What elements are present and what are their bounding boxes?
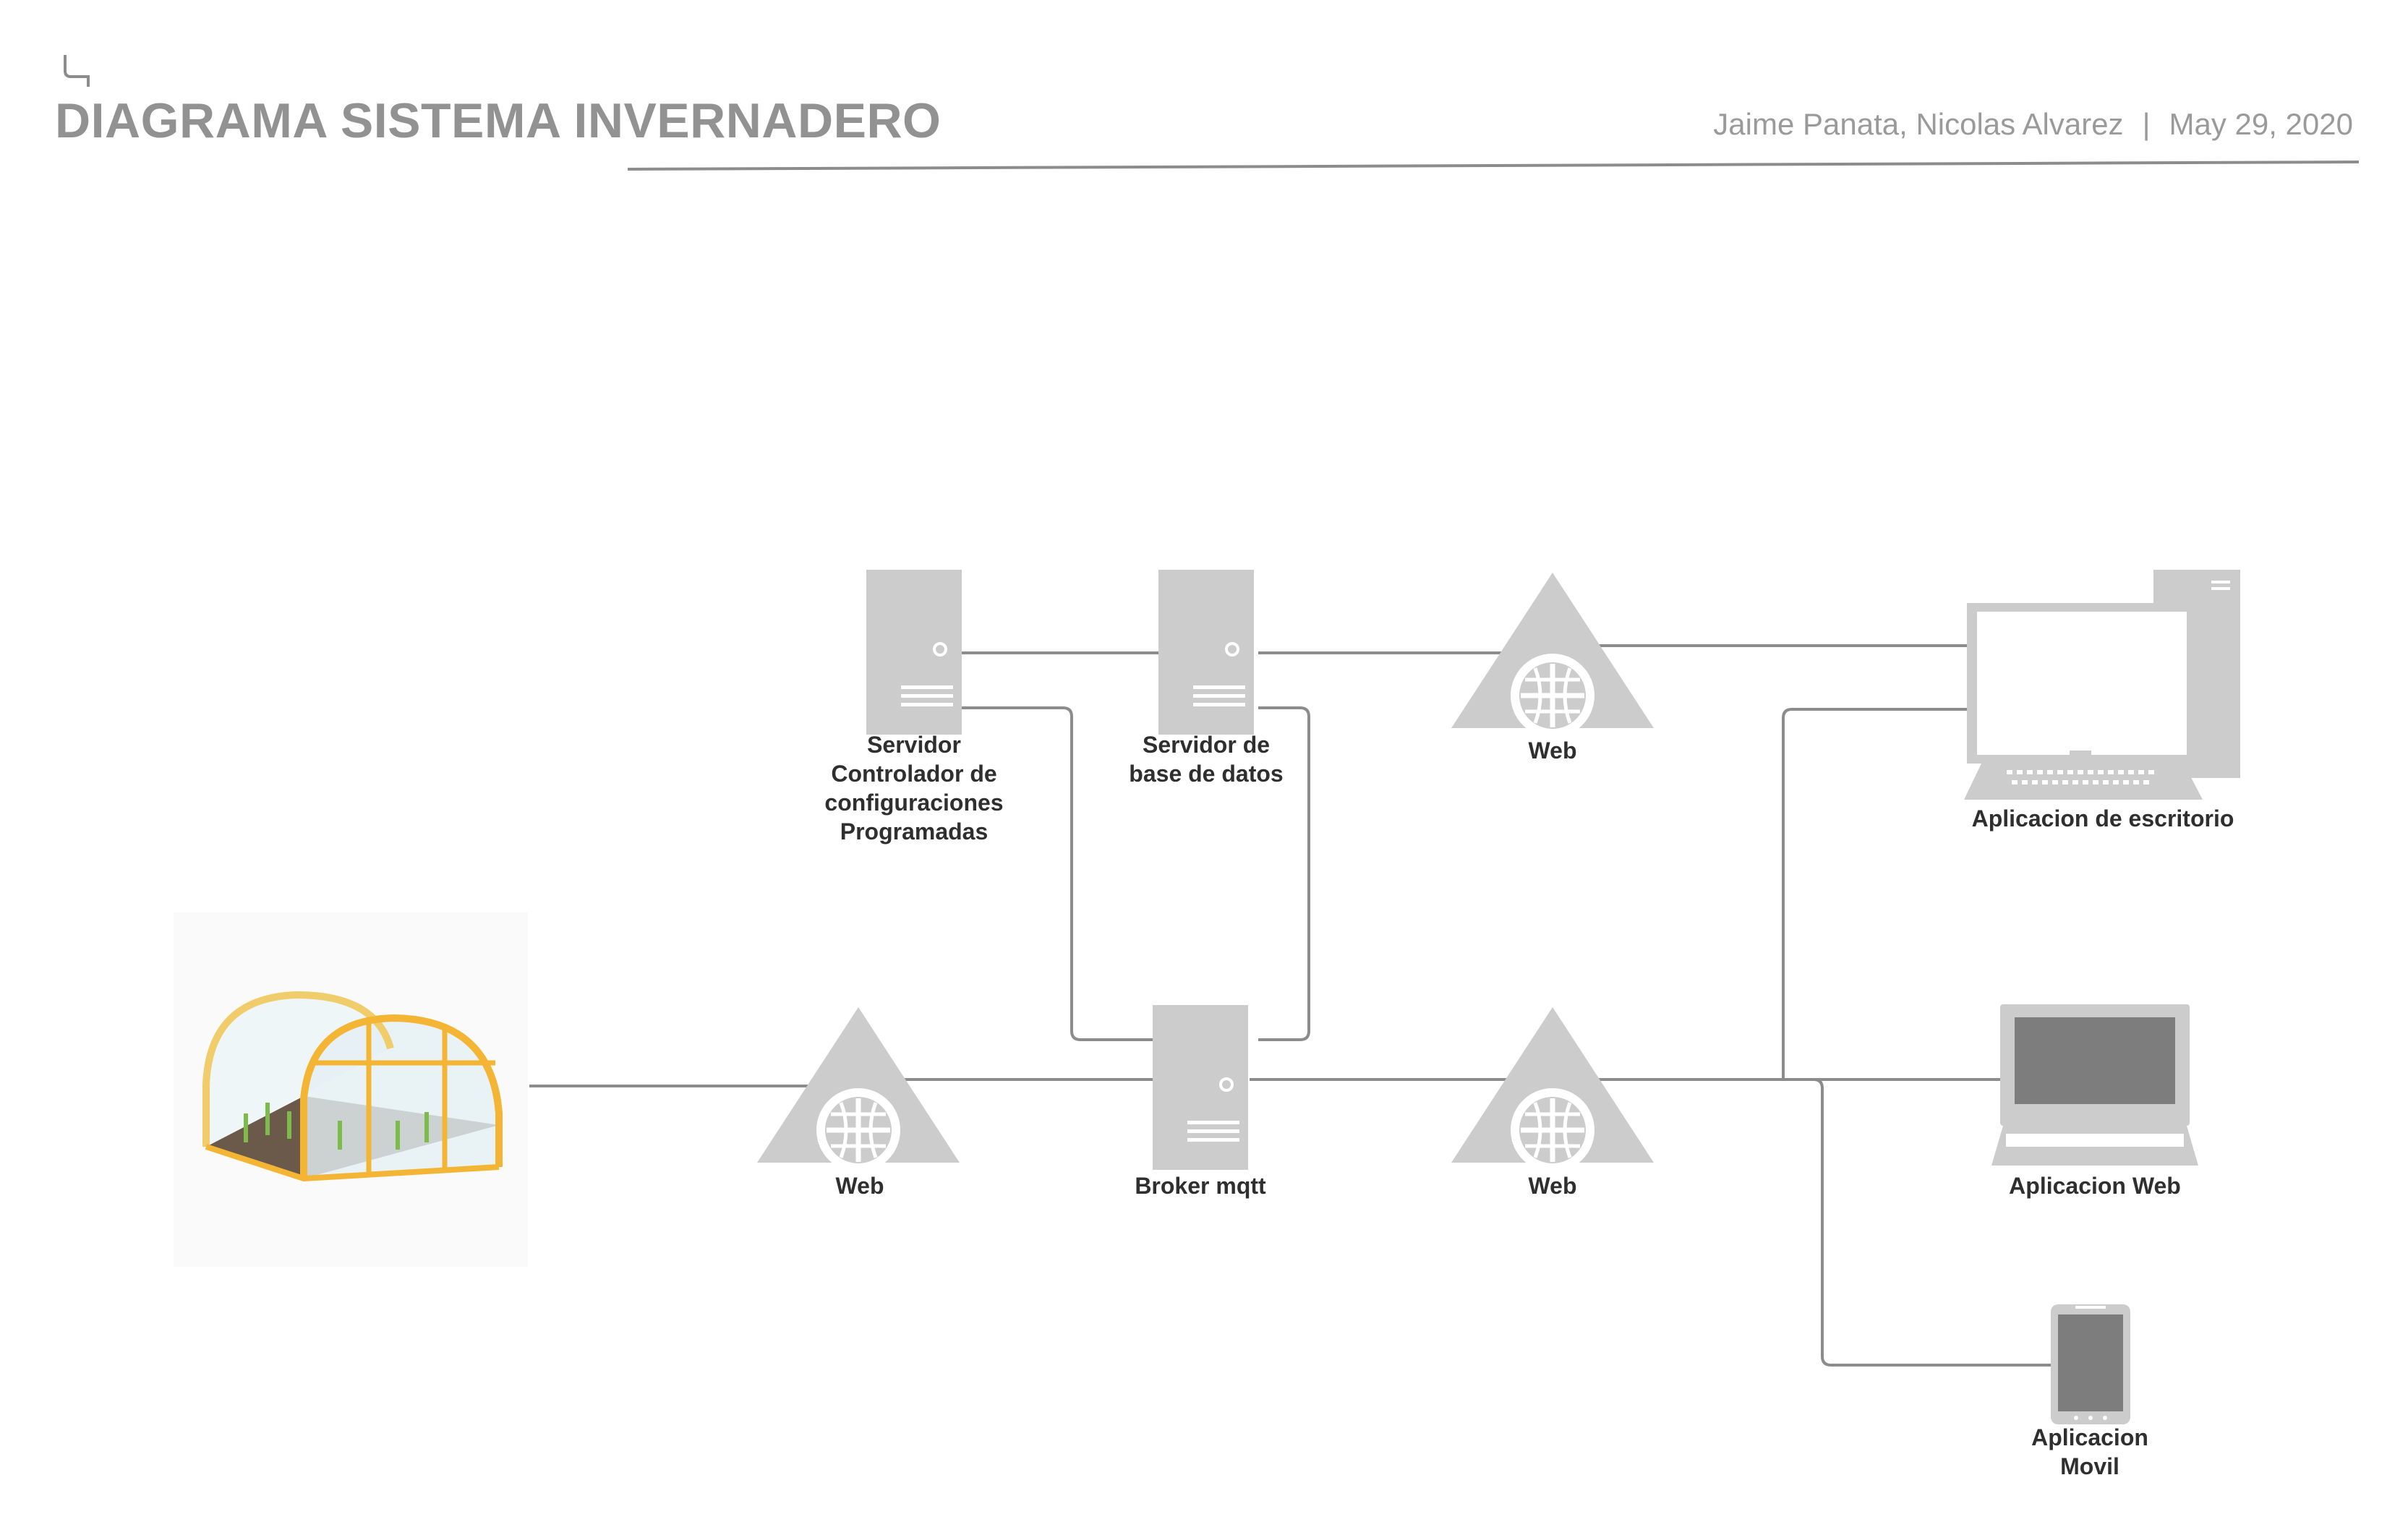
- label-broker-mqtt: Broker mqtt: [1135, 1173, 1266, 1199]
- server-icon-base-de-datos: [1157, 568, 1255, 736]
- server-icon-controlador: [865, 568, 963, 736]
- label-aplicacion-web: Aplicacion Web: [2009, 1173, 2181, 1199]
- server-icon-broker: [1151, 1004, 1250, 1171]
- label-servidor-base-de-datos: Servidor de base de datos: [1129, 730, 1283, 788]
- label-line: base de datos: [1129, 761, 1284, 787]
- label-line: Servidor: [867, 732, 961, 758]
- label-line: Controlador de: [831, 761, 997, 787]
- label-aplicacion-escritorio: Aplicacion de escritorio: [1971, 805, 2234, 831]
- web-globe-icon-top: [1451, 573, 1654, 753]
- web-globe-icon-right: [1451, 1007, 1654, 1188]
- label-line: configuraciones: [824, 790, 1004, 816]
- label-aplicacion-movil: Aplicacion Movil: [2031, 1423, 2148, 1481]
- header-separator: |: [2142, 107, 2151, 141]
- desktop-computer-icon: [1964, 570, 2240, 800]
- connector-lines: [529, 644, 2055, 1367]
- header-divider: [627, 161, 2360, 171]
- label-web-left: Web: [835, 1173, 884, 1199]
- mobile-phone-icon: [2051, 1304, 2130, 1424]
- greenhouse-icon: [174, 912, 528, 1267]
- header-meta: Jaime Panata, Nicolas Alvarez | May 29, 20…: [1713, 107, 2353, 142]
- date-text: May 29, 2020: [2169, 107, 2353, 141]
- header-corner-mark: [64, 55, 90, 87]
- label-line: Programadas: [840, 818, 989, 845]
- authors-text: Jaime Panata, Nicolas Alvarez: [1713, 107, 2124, 141]
- label-web-right: Web: [1528, 1173, 1577, 1199]
- label-line: Aplicacion: [2031, 1424, 2148, 1450]
- label-web-top: Web: [1528, 737, 1577, 764]
- page-title: DIAGRAMA SISTEMA INVERNADERO: [55, 93, 942, 148]
- laptop-icon: [1991, 1004, 2198, 1166]
- label-line: Movil: [2060, 1453, 2119, 1479]
- web-globe-icon-left: [757, 1007, 960, 1188]
- label-servidor-controlador: Servidor Controlador de configuraciones …: [824, 730, 1003, 846]
- label-line: Servidor de: [1142, 732, 1271, 758]
